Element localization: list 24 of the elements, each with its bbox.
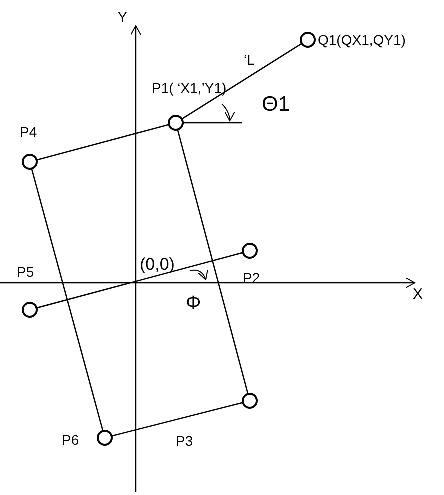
point-marker (300, 32, 316, 48)
angle-label: Φ (186, 292, 202, 315)
line (36, 252, 244, 309)
point-label: P5 (17, 264, 34, 280)
point-marker (242, 243, 258, 259)
point-marker (22, 154, 38, 170)
line (36, 124, 170, 161)
point-label: Q1(QX1,QY1) (318, 32, 406, 48)
point-label: P1( ‘X1,’Y1) (152, 80, 227, 96)
origin-label: (0,0) (140, 254, 175, 275)
axis-label: Y (118, 8, 128, 26)
point-marker (242, 393, 258, 409)
line (177, 130, 249, 394)
point-label: P6 (62, 432, 80, 448)
line (31, 168, 104, 432)
point-label: P4 (20, 124, 38, 140)
angle-label: Θ1 (262, 92, 290, 117)
line (182, 43, 302, 120)
axis-label: X (413, 285, 424, 304)
point-marker (168, 115, 184, 131)
point-label: P3 (176, 432, 194, 450)
line (112, 402, 244, 437)
point-marker (22, 302, 38, 318)
point-marker (97, 430, 113, 446)
